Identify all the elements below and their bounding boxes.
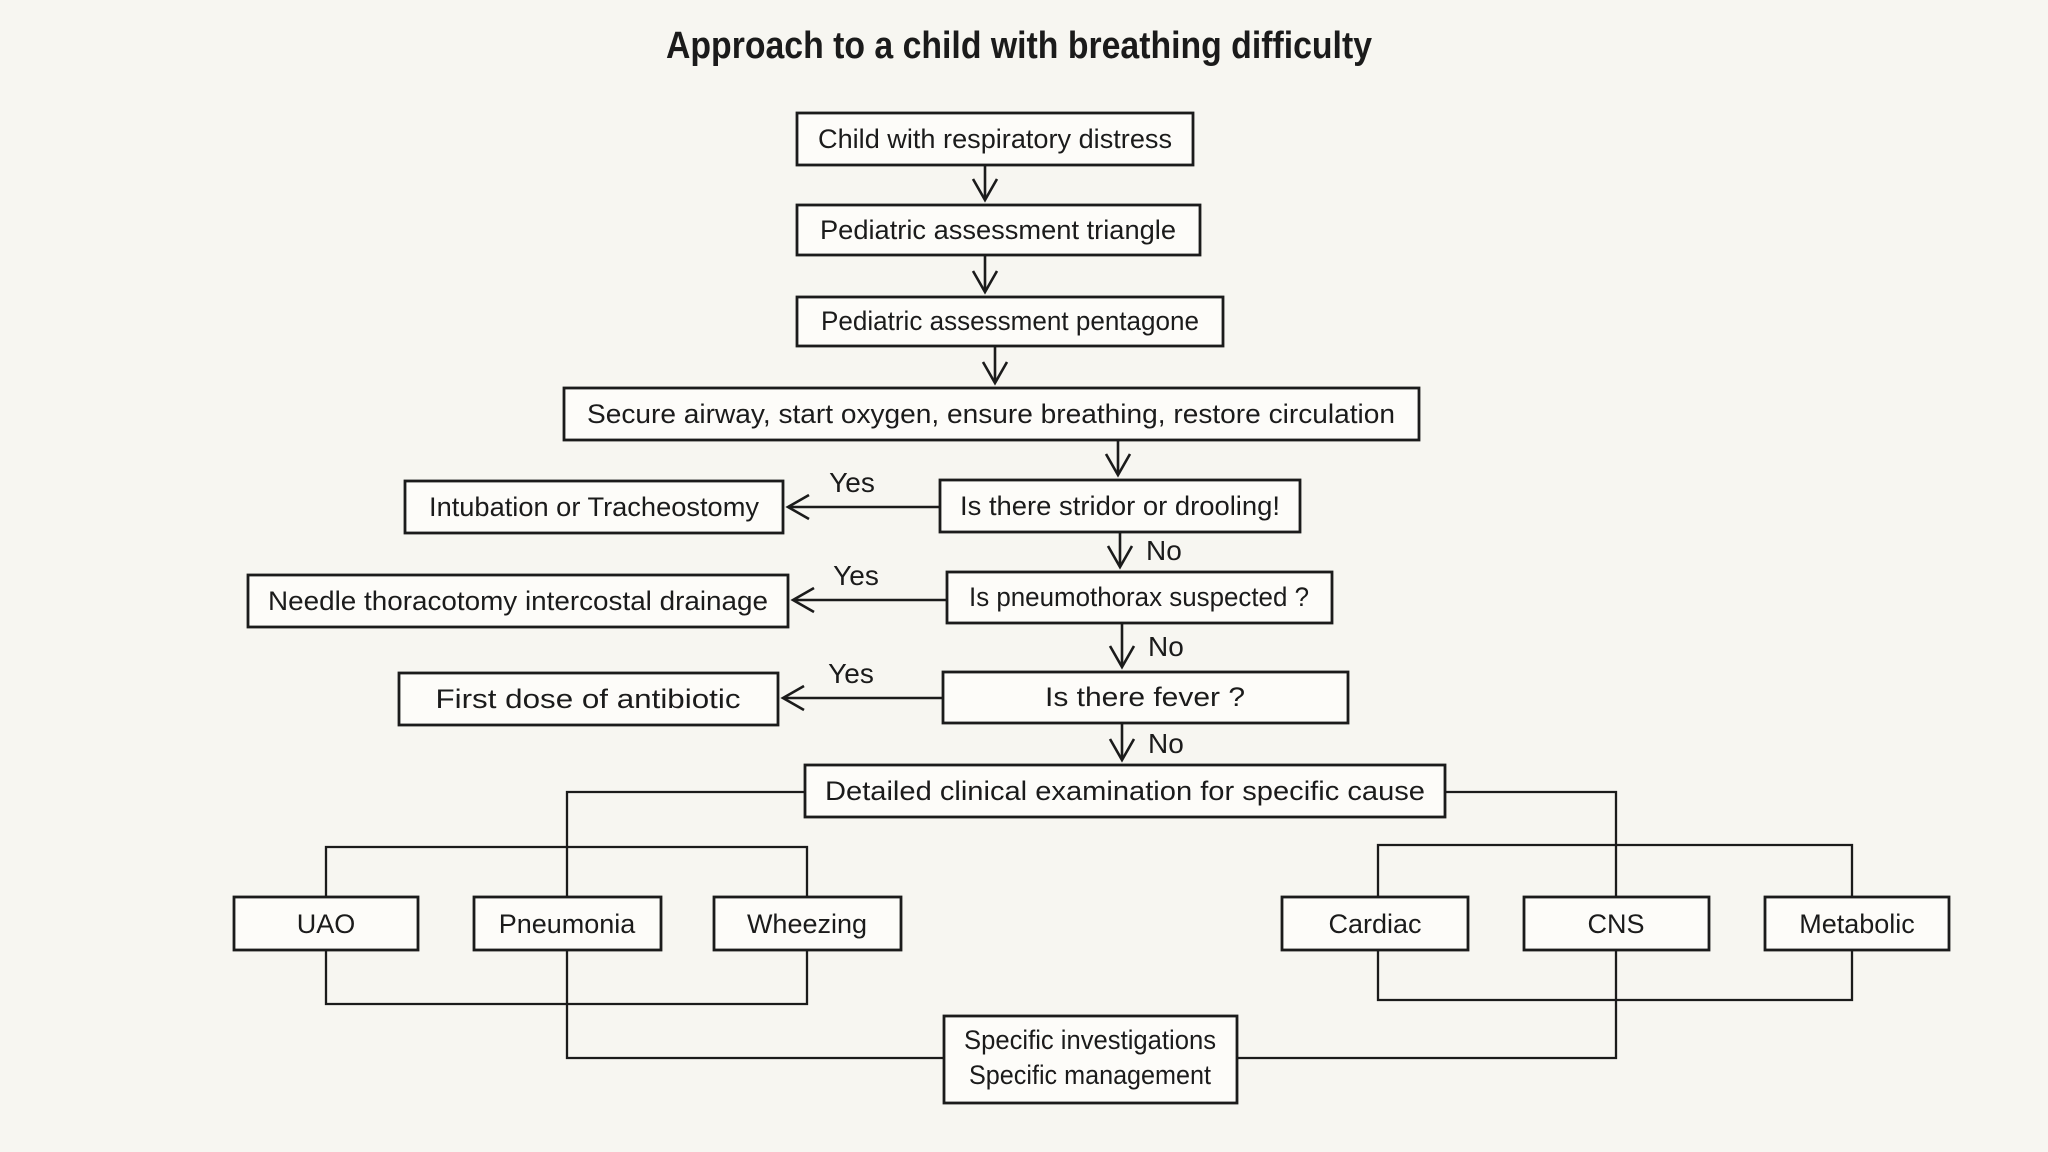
node-pneumonia: Pneumonia [472, 895, 663, 952]
node-label: Detailed clinical examination for specif… [825, 776, 1425, 806]
node-secure-airway: Secure airway, start oxygen, ensure brea… [562, 386, 1421, 442]
node-cns: CNS [1522, 895, 1711, 952]
node-label: Child with respiratory distress [818, 124, 1172, 154]
page-title: Approach to a child with breathing diffi… [666, 25, 1372, 67]
node-first-dose-antibiotic: First dose of antibiotic [397, 671, 780, 727]
node-uao: UAO [232, 895, 420, 952]
connector-right-group-to-specific [1237, 950, 1618, 1060]
node-box [562, 386, 1421, 442]
node-box [1763, 895, 1951, 952]
node-pediatric-assessment-triangle: Pediatric assessment triangle [795, 203, 1202, 257]
node-stridor-question: Is there stridor or drooling! [938, 478, 1302, 534]
node-label: Intubation or Tracheostomy [429, 492, 759, 522]
node-box [942, 1014, 1239, 1105]
node-box [795, 203, 1202, 257]
node-label: Pneumonia [499, 909, 637, 939]
node-label: Needle thoracotomy intercostal drainage [268, 586, 768, 616]
connector-examination-to-left-group [565, 790, 805, 897]
node-label-line2: Specific management [969, 1060, 1211, 1090]
edge-label-fever-no: No [1148, 728, 1184, 759]
edge-label-pneumothorax-no: No [1148, 631, 1184, 662]
node-cardiac: Cardiac [1280, 895, 1470, 952]
edge-label-fever-yes: Yes [828, 658, 874, 689]
node-box [1280, 895, 1470, 952]
node-metabolic: Metabolic [1763, 895, 1951, 952]
node-pediatric-assessment-pentagone: Pediatric assessment pentagone [795, 295, 1225, 348]
node-child-with-respiratory-distress: Child with respiratory distress [795, 111, 1195, 167]
node-wheezing: Wheezing [712, 895, 903, 952]
edge-label-pneumothorax-yes: Yes [833, 560, 879, 591]
bracket-right-top [1376, 843, 1854, 897]
node-box [403, 479, 785, 535]
node-box [795, 295, 1225, 348]
node-fever-question: Is there fever ? [941, 670, 1350, 725]
connector-examination-to-right-group [1445, 790, 1618, 897]
node-label: CNS [1587, 909, 1644, 939]
node-label: Is pneumothorax suspected ? [969, 582, 1309, 612]
node-label: Is there fever ? [1045, 682, 1245, 712]
node-box [1522, 895, 1711, 952]
node-label: Pediatric assessment pentagone [821, 306, 1199, 336]
node-box [246, 573, 790, 629]
node-label-line1: Specific investigations [964, 1025, 1216, 1055]
edge-label-stridor-yes: Yes [829, 467, 875, 498]
node-label: Cardiac [1328, 909, 1421, 939]
node-box [232, 895, 420, 952]
node-box [795, 111, 1195, 167]
connector-left-group-to-specific [565, 950, 944, 1060]
node-pneumothorax-question: Is pneumothorax suspected ? [945, 570, 1334, 625]
edge-label-stridor-no: No [1146, 535, 1182, 566]
node-box [945, 570, 1334, 625]
node-label: Wheezing [747, 909, 867, 939]
node-needle-thoracotomy: Needle thoracotomy intercostal drainage [246, 573, 790, 629]
node-label: Pediatric assessment triangle [820, 215, 1176, 245]
node-label: Is there stridor or drooling! [960, 491, 1280, 521]
node-label: First dose of antibiotic [436, 684, 741, 714]
node-label: Metabolic [1799, 909, 1915, 939]
bracket-left-top [324, 845, 809, 897]
node-specific-investigations-management: Specific investigations Specific managem… [942, 1014, 1239, 1105]
node-detailed-examination: Detailed clinical examination for specif… [803, 763, 1447, 819]
node-label: UAO [297, 909, 356, 939]
node-label: Secure airway, start oxygen, ensure brea… [587, 399, 1395, 429]
node-box [397, 671, 780, 727]
node-intubation-or-tracheostomy: Intubation or Tracheostomy [403, 479, 785, 535]
